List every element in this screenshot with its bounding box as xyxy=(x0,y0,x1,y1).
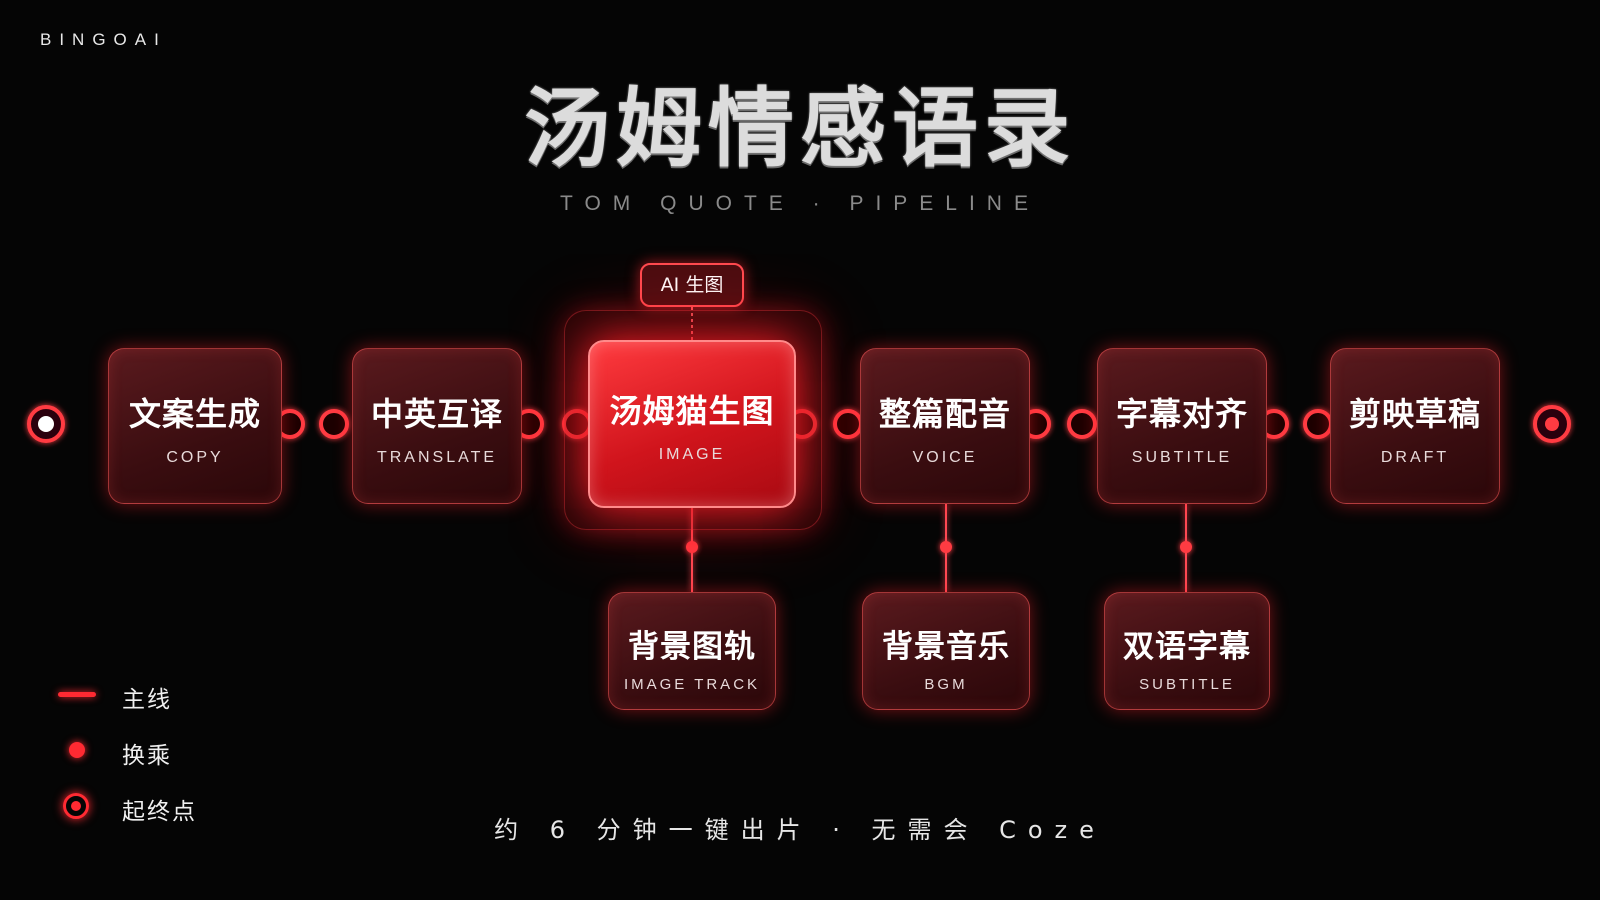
page-subtitle: TOM QUOTE · PIPELINE xyxy=(560,192,1040,215)
node-sublabel: COPY xyxy=(166,449,224,466)
end-point-icon xyxy=(1533,405,1571,443)
node-label: 整篇配音 xyxy=(878,395,1011,433)
node-sublabel: IMAGE TRACK xyxy=(623,676,761,693)
node-label: 双语字幕 xyxy=(1123,629,1251,665)
node-label: 中英互译 xyxy=(370,395,503,433)
node-label: 字幕对齐 xyxy=(1115,395,1248,433)
node-copy[interactable]: 文案生成 COPY xyxy=(108,348,282,504)
legend-main-line: 主线 xyxy=(58,676,258,713)
node-label: 文案生成 xyxy=(128,395,261,433)
junction-dot xyxy=(833,409,863,439)
dot-swatch-icon xyxy=(69,742,85,758)
node-sublabel: SUBTITLE xyxy=(1131,449,1233,466)
brand-logo: BINGOAI xyxy=(40,30,167,49)
node-sublabel: SUBTITLE xyxy=(1139,676,1235,693)
node-voice[interactable]: 整篇配音 VOICE xyxy=(860,348,1030,504)
node-label: 剪映草稿 xyxy=(1348,395,1481,433)
page-title: 汤姆情感语录 xyxy=(524,78,1076,179)
node-image[interactable]: 汤姆猫生图 IMAGE xyxy=(588,340,796,508)
ring-swatch-icon xyxy=(63,793,89,819)
node-sublabel: TRANSLATE xyxy=(376,449,498,466)
node-sublabel: VOICE xyxy=(912,449,978,466)
node-bgm[interactable]: 背景音乐 BGM xyxy=(862,592,1030,710)
transfer-dot xyxy=(1180,541,1192,553)
legend-label: 换乘 xyxy=(122,743,172,769)
node-sublabel: IMAGE xyxy=(658,446,726,463)
ai-image-tag: AI 生图 xyxy=(640,263,744,307)
junction-dot xyxy=(1067,409,1097,439)
node-sublabel: DRAFT xyxy=(1380,449,1450,466)
line-swatch-icon xyxy=(58,692,96,697)
legend-transfer: 换乘 xyxy=(58,732,258,769)
legend-label: 起终点 xyxy=(122,799,197,825)
node-label: 背景音乐 xyxy=(882,629,1010,665)
node-draft[interactable]: 剪映草稿 DRAFT xyxy=(1330,348,1500,504)
junction-dot xyxy=(1303,409,1333,439)
node-label: 汤姆猫生图 xyxy=(609,392,775,430)
node-translate[interactable]: 中英互译 TRANSLATE xyxy=(352,348,522,504)
node-bilingual-subtitle[interactable]: 双语字幕 SUBTITLE xyxy=(1104,592,1270,710)
transfer-dot xyxy=(940,541,952,553)
start-point-icon xyxy=(27,405,65,443)
legend-label: 主线 xyxy=(122,687,172,713)
node-subtitle[interactable]: 字幕对齐 SUBTITLE xyxy=(1097,348,1267,504)
legend-endpoint: 起终点 xyxy=(58,788,258,825)
footer-tagline: 约 6 分钟一键出片 · 无需会 Coze xyxy=(494,816,1106,844)
junction-dot xyxy=(319,409,349,439)
node-sublabel: BGM xyxy=(924,676,968,693)
node-label: 背景图轨 xyxy=(628,629,756,665)
node-image-track[interactable]: 背景图轨 IMAGE TRACK xyxy=(608,592,776,710)
transfer-dot xyxy=(686,541,698,553)
